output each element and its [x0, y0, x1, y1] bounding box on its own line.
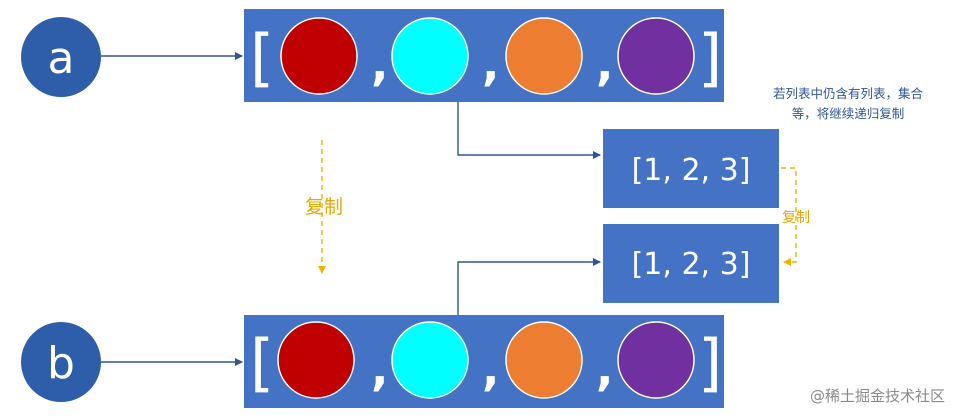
- list-a-purple-ball: [617, 17, 695, 95]
- watermark: @稀土掘金技术社区: [810, 387, 945, 405]
- list-a-orange-ball: [505, 17, 583, 95]
- a-to-sublist-arrow: [457, 102, 601, 159]
- sublist-copy-box: [603, 224, 779, 303]
- list-b-open-bracket: [: [250, 326, 274, 399]
- sublist-original-text: [1, 2, 3]: [632, 153, 751, 188]
- variable-a-label: a: [48, 33, 75, 84]
- note-line-1: 若列表中仍含有列表，集合: [773, 86, 924, 101]
- list-b-comma-1: ,: [371, 342, 388, 396]
- list-b-close-bracket: ]: [698, 326, 722, 399]
- list-b-purple-ball: [617, 321, 695, 399]
- list-a: [ , , , ]: [244, 9, 724, 102]
- variable-a-circle: [21, 17, 101, 97]
- list-b-cyan-ball: [391, 321, 469, 399]
- list-b-red-ball: [277, 321, 355, 399]
- list-b: [ , , , ]: [244, 315, 724, 408]
- variable-b-label: b: [47, 338, 75, 389]
- list-a-comma-2: ,: [482, 37, 499, 91]
- list-b-comma-3: ,: [596, 342, 613, 396]
- sublist-copy-text: [1, 2, 3]: [632, 247, 751, 282]
- copy-label-sub: 复制: [782, 209, 810, 226]
- list-a-comma-3: ,: [596, 37, 613, 91]
- sublist-original-box: [603, 129, 779, 208]
- list-a-open-bracket: [: [250, 21, 274, 94]
- list-a-red-ball: [280, 17, 358, 95]
- b-to-sublist-arrow: [457, 258, 601, 315]
- list-a-cyan-ball: [391, 17, 469, 95]
- list-a-comma-1: ,: [371, 37, 388, 91]
- list-a-close-bracket: ]: [698, 21, 722, 94]
- list-b-orange-ball: [505, 321, 583, 399]
- copy-label-main: 复制: [305, 196, 343, 218]
- list-b-comma-2: ,: [482, 342, 499, 396]
- variable-b-circle: [21, 322, 101, 402]
- note-line-2: 等，将继续递归复制: [792, 106, 905, 121]
